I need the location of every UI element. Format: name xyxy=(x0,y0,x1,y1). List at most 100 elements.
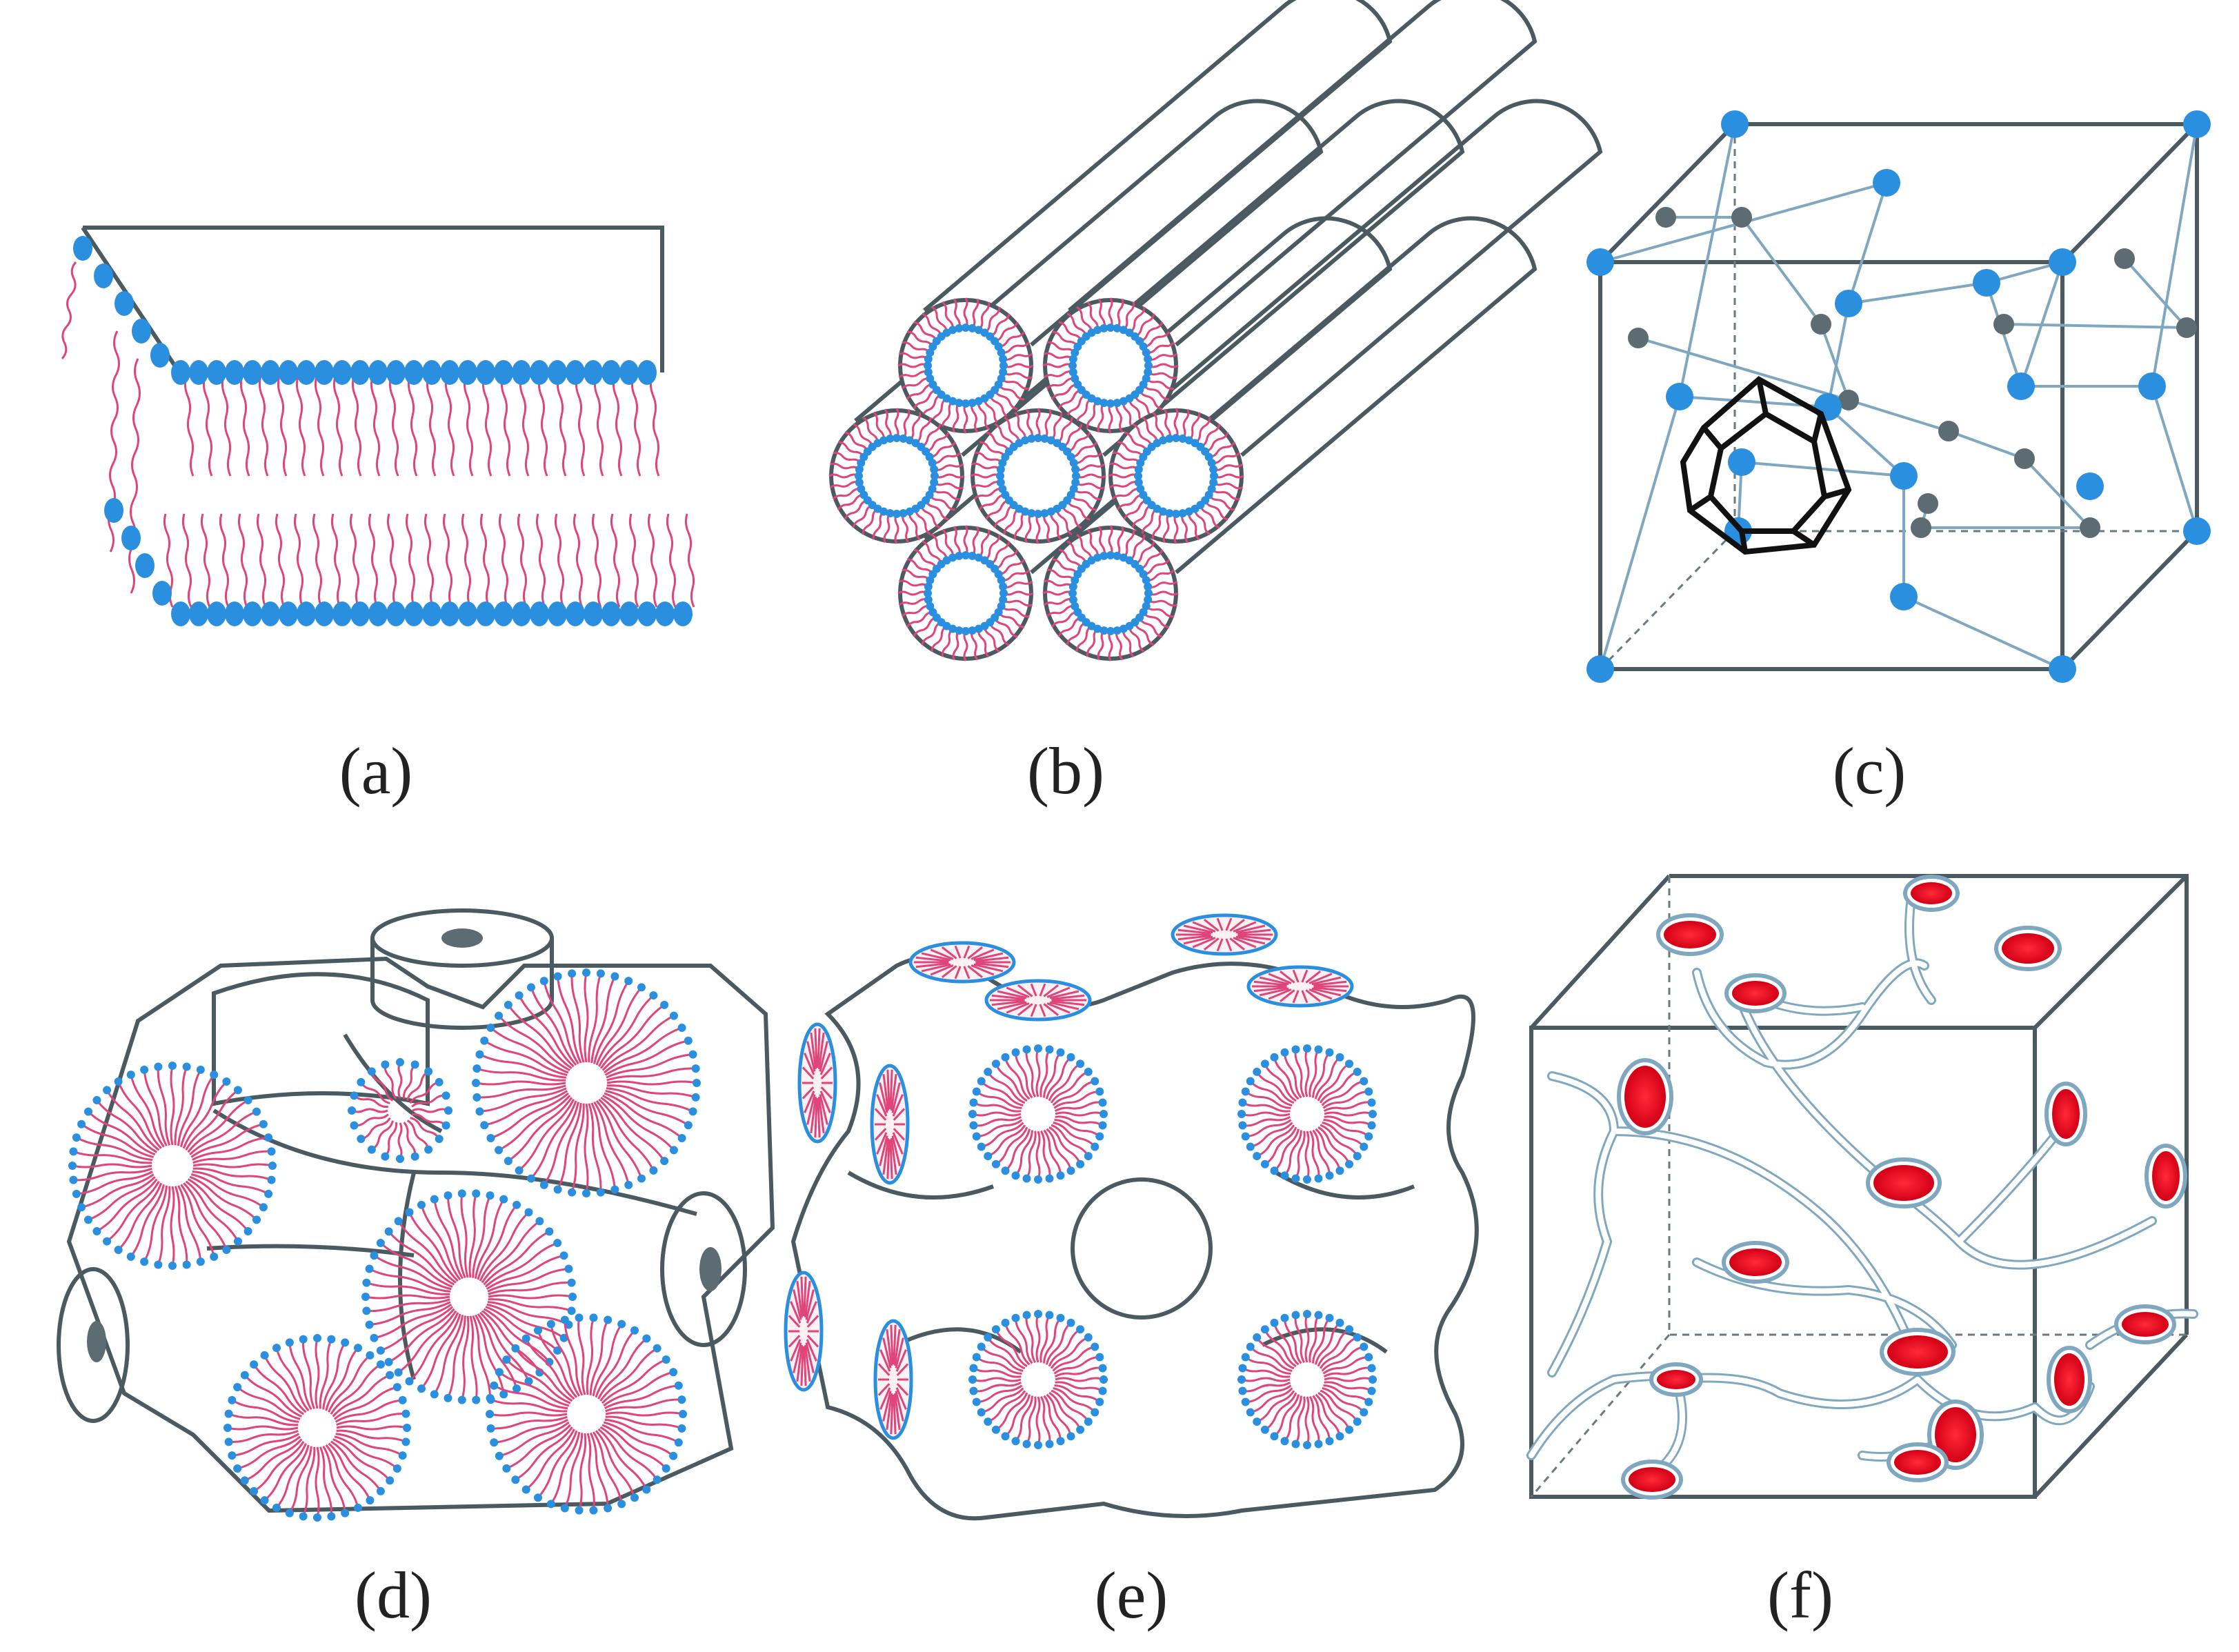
head xyxy=(691,1093,700,1102)
tail xyxy=(666,513,677,608)
left-cylinder-hole xyxy=(87,1321,106,1362)
head xyxy=(233,1237,242,1246)
tail xyxy=(1138,617,1163,638)
tail xyxy=(998,559,1026,575)
head xyxy=(669,1368,678,1377)
cylinder-body xyxy=(923,216,1393,575)
tail xyxy=(973,1367,1022,1378)
tail xyxy=(200,513,211,608)
tail xyxy=(1273,1057,1300,1100)
tail xyxy=(883,512,891,543)
tail xyxy=(1188,511,1200,541)
network-link xyxy=(1599,396,1681,670)
head xyxy=(1253,1067,1262,1076)
tail xyxy=(1025,408,1033,439)
network-node-back xyxy=(1731,207,1752,228)
head xyxy=(486,1395,495,1404)
tail xyxy=(1116,526,1124,557)
tail xyxy=(1143,331,1171,348)
tail xyxy=(380,1306,454,1352)
tail xyxy=(1122,301,1135,331)
head xyxy=(361,1293,370,1301)
tail xyxy=(994,321,1019,343)
tail xyxy=(494,1418,568,1444)
head xyxy=(350,360,370,385)
tail xyxy=(332,1374,390,1417)
tail xyxy=(973,963,1004,973)
tail xyxy=(1050,511,1062,541)
tail xyxy=(805,1289,815,1320)
head xyxy=(472,1079,480,1087)
tail xyxy=(1044,352,1074,360)
tail xyxy=(897,590,928,596)
tail xyxy=(1311,987,1342,997)
tail xyxy=(1097,630,1105,660)
head xyxy=(502,1464,511,1473)
tail xyxy=(605,1415,682,1430)
tail xyxy=(879,1349,891,1372)
tail xyxy=(277,375,288,477)
tail xyxy=(288,1446,312,1514)
head xyxy=(1072,472,1080,480)
tail xyxy=(975,962,1009,968)
red-core xyxy=(1729,1248,1782,1276)
tail xyxy=(1134,541,1155,566)
tail xyxy=(1122,628,1135,658)
head xyxy=(240,1476,249,1485)
tail xyxy=(971,462,1002,470)
head xyxy=(962,399,970,408)
tail xyxy=(239,375,250,477)
head xyxy=(527,983,535,992)
head xyxy=(1034,1441,1042,1449)
tail xyxy=(1097,298,1106,329)
head xyxy=(924,368,933,377)
tail xyxy=(483,1231,550,1286)
tail xyxy=(790,1301,802,1324)
tail xyxy=(476,1067,566,1082)
tail xyxy=(820,1086,833,1099)
tail xyxy=(1322,1387,1365,1413)
head xyxy=(924,361,932,370)
tail xyxy=(219,513,230,608)
head xyxy=(575,1506,584,1515)
head xyxy=(660,1157,669,1166)
tail xyxy=(577,1317,586,1395)
tail xyxy=(796,1344,803,1382)
head xyxy=(1241,1132,1250,1141)
head xyxy=(546,1320,555,1328)
head xyxy=(1314,1174,1323,1183)
tail xyxy=(185,1180,239,1242)
tail xyxy=(877,1383,890,1396)
tail xyxy=(275,1444,310,1509)
tail xyxy=(81,1123,155,1158)
head xyxy=(1098,1121,1107,1130)
tail xyxy=(971,964,995,976)
head xyxy=(401,1409,410,1418)
tail xyxy=(971,481,1002,489)
head xyxy=(511,1475,520,1484)
head xyxy=(1040,434,1049,443)
tail xyxy=(1030,1004,1037,1017)
network-node xyxy=(2183,517,2211,545)
head xyxy=(417,1200,426,1209)
tail xyxy=(1134,313,1155,338)
tail xyxy=(606,1067,696,1082)
head xyxy=(968,1375,977,1384)
head xyxy=(1113,551,1122,560)
head xyxy=(1069,459,1078,468)
head xyxy=(315,601,334,626)
tail xyxy=(932,452,962,464)
tail xyxy=(1039,983,1046,997)
tail xyxy=(243,1374,302,1417)
tail xyxy=(588,973,602,1063)
tail xyxy=(488,1298,573,1312)
tail xyxy=(295,375,306,477)
tail xyxy=(263,1355,307,1413)
head xyxy=(1071,478,1080,487)
tail xyxy=(335,1399,403,1423)
head xyxy=(368,360,388,385)
tail xyxy=(1123,499,1148,520)
tail xyxy=(1066,499,1091,521)
tail xyxy=(407,375,418,477)
red-core xyxy=(1894,1450,1941,1475)
